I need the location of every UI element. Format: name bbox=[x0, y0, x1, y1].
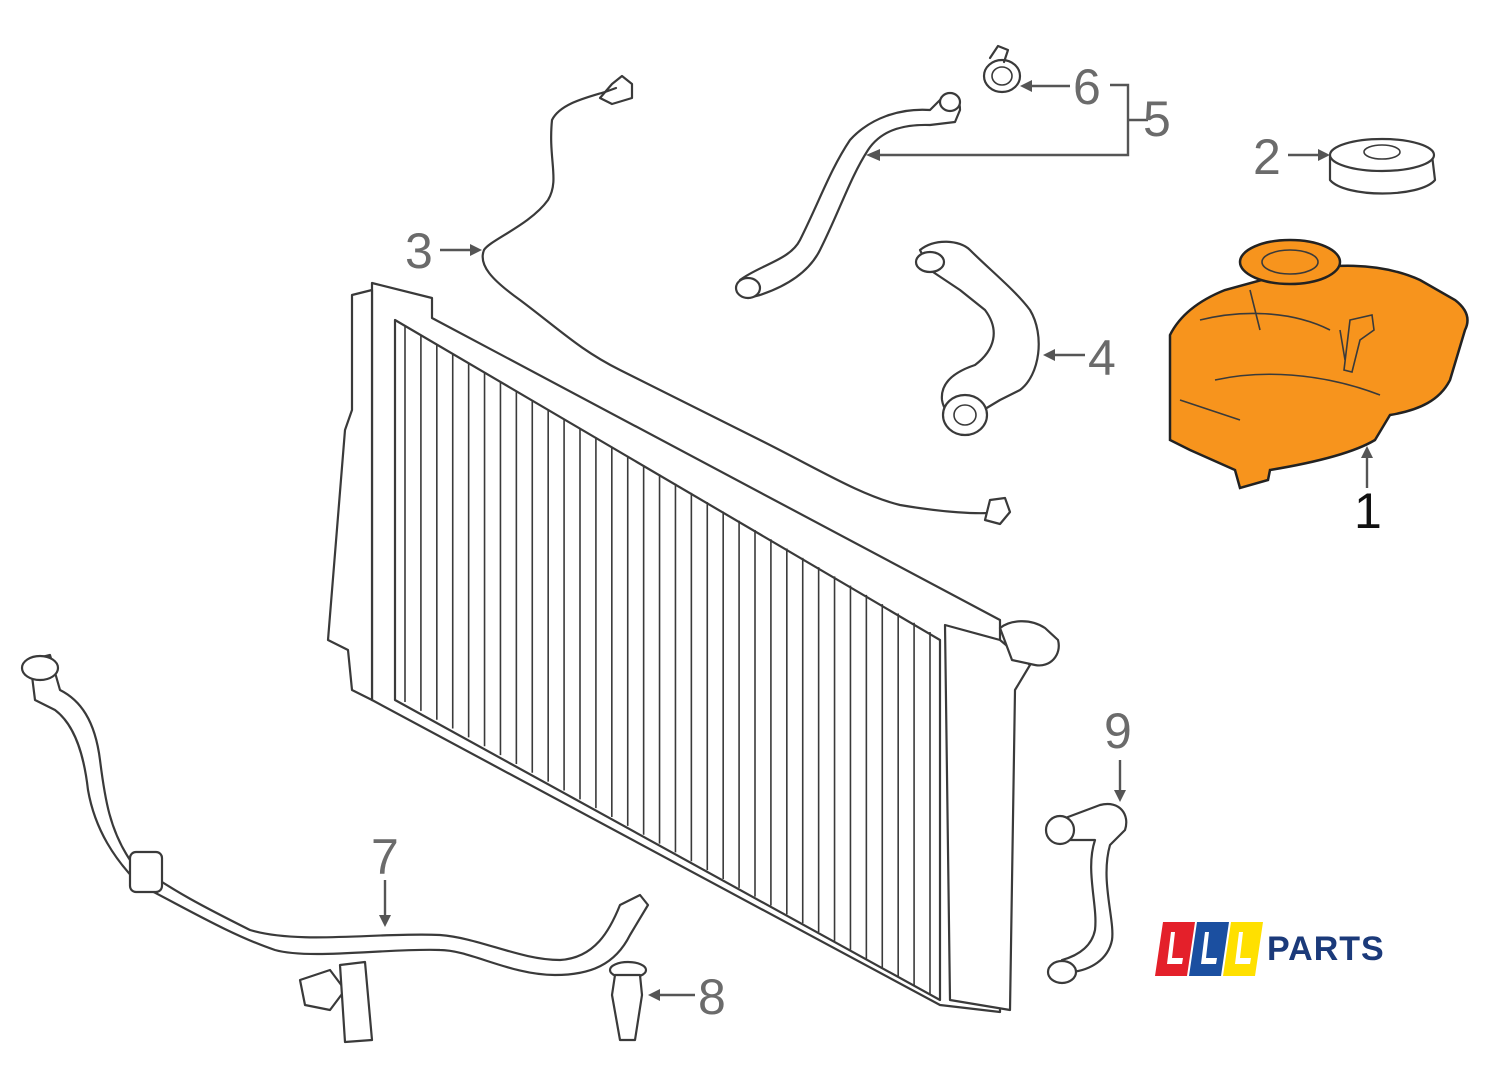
upper-hose bbox=[734, 91, 962, 300]
expansion-tank bbox=[1168, 238, 1469, 490]
tank-hose bbox=[914, 240, 1040, 437]
callout-8: 8 bbox=[698, 969, 726, 1025]
brand-text: PARTS bbox=[1267, 930, 1385, 968]
callout-9: 9 bbox=[1104, 703, 1132, 759]
callout-4: 4 bbox=[1088, 330, 1116, 386]
callout-2: 2 bbox=[1253, 129, 1281, 185]
callout-6: 6 bbox=[1073, 59, 1101, 115]
expansion-tank-cap bbox=[1328, 137, 1437, 195]
hose-clamp bbox=[982, 44, 1022, 94]
callout-5: 5 bbox=[1143, 91, 1171, 147]
sensor-wire bbox=[481, 74, 1012, 526]
lower-coolant-pipe bbox=[20, 653, 650, 1044]
lll-logo-mark bbox=[1155, 922, 1263, 976]
callout-leaders bbox=[379, 80, 1373, 1001]
small-hose bbox=[1044, 802, 1128, 985]
push-rivet bbox=[608, 960, 648, 1042]
callout-1: 1 bbox=[1354, 483, 1382, 539]
brand-logo: PARTS bbox=[1153, 918, 1413, 980]
callout-7: 7 bbox=[371, 829, 399, 885]
radiator bbox=[326, 281, 1060, 1014]
radiator-fins bbox=[404, 326, 931, 994]
callout-3: 3 bbox=[405, 223, 433, 279]
